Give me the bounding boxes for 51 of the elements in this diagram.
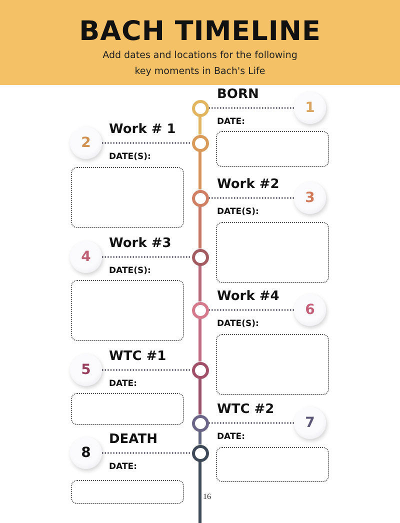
date-label: DATE(S): [217, 207, 259, 217]
timeline-line [198, 378, 202, 414]
timeline-line [198, 432, 202, 444]
timeline-line [198, 116, 202, 134]
timeline-line [198, 462, 202, 523]
date-label: DATE: [109, 379, 137, 389]
timeline-circle [192, 100, 208, 116]
timeline-circle [192, 414, 208, 432]
event-heading: WTC #2 [217, 402, 274, 417]
page-number: 16 [203, 492, 211, 501]
event-heading: DEATH [109, 432, 158, 447]
dotted-leader-line [208, 197, 294, 199]
event-heading: BORN [217, 87, 259, 102]
date-label: DATE: [217, 117, 245, 127]
event-heading: Work #3 [109, 236, 172, 251]
event-heading: WTC #1 [109, 349, 166, 364]
timeline-circle [192, 248, 208, 266]
timeline-circle [192, 362, 208, 378]
number-badge: 6 [294, 294, 326, 326]
number-badge: 2 [70, 127, 102, 159]
timeline-circle [192, 302, 208, 318]
event-heading: Work # 1 [109, 122, 176, 137]
date-label: DATE: [217, 432, 245, 442]
subtitle: Add dates and locations for the following key moments in Bach's Life [102, 49, 298, 79]
dotted-leader-line [102, 369, 192, 371]
number-badge: 8 [70, 437, 102, 469]
number-badge: 3 [294, 182, 326, 214]
timeline-line [198, 266, 202, 302]
date-label: DATE(S): [217, 319, 259, 329]
dotted-leader-line [208, 309, 294, 311]
number-badge: 7 [294, 407, 326, 439]
dotted-leader-line [102, 256, 192, 258]
number-badge: 5 [70, 354, 102, 386]
timeline-line [198, 318, 202, 362]
date-label: DATE(S): [109, 152, 151, 162]
dotted-leader-line [208, 107, 294, 109]
timeline-circle [192, 444, 208, 462]
event-heading: Work #2 [217, 177, 280, 192]
date-label: DATE(S): [109, 266, 151, 276]
dotted-leader-line [102, 452, 192, 454]
timeline-circle [192, 134, 208, 152]
timeline-circle [192, 190, 208, 206]
timeline-line [198, 152, 202, 190]
number-badge: 1 [294, 92, 326, 124]
title: BACH TIMELINE [78, 16, 322, 47]
timeline-line [198, 206, 202, 248]
number-badge: 4 [70, 241, 102, 273]
dotted-leader-line [102, 142, 192, 144]
event-heading: Work #4 [217, 289, 280, 304]
date-label: DATE: [109, 462, 137, 472]
dotted-leader-line [208, 422, 294, 424]
